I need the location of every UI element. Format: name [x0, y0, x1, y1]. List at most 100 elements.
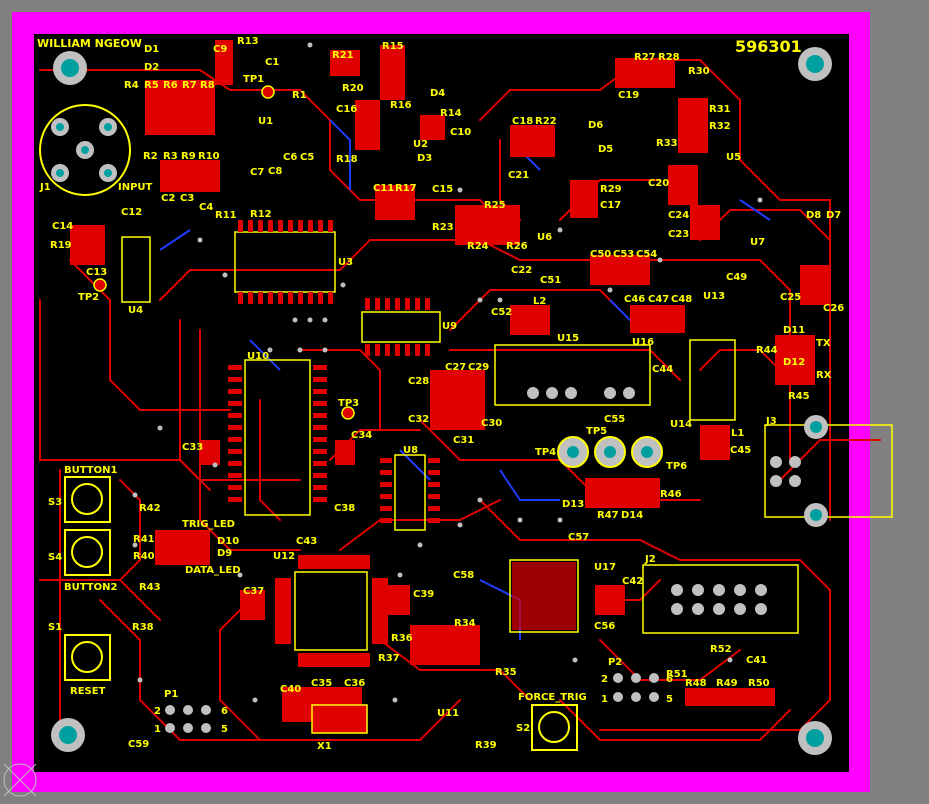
refdes: C57 [568, 532, 589, 543]
refdes: C49 [726, 272, 747, 283]
refdes: U5 [726, 152, 741, 163]
refdes: TP1 [243, 74, 264, 85]
refdes: C30 [481, 418, 502, 429]
refdes: C26 [823, 303, 844, 314]
refdes: U12 [273, 551, 295, 562]
refdes: R38 [132, 622, 154, 633]
refdes: C40 [280, 684, 301, 695]
author-label: WILLIAM NGEOW [37, 37, 142, 50]
refdes: C11 [373, 183, 394, 194]
refdes: R41 [133, 534, 155, 545]
ic-u10 [244, 359, 311, 516]
refdes: D9 [217, 548, 232, 559]
tx-label: TX [816, 338, 831, 349]
refdes: C16 [336, 104, 357, 115]
refdes: U2 [413, 139, 428, 150]
refdes: X1 [317, 741, 332, 752]
refdes: D8 [806, 210, 821, 221]
refdes: C9 [213, 44, 227, 55]
refdes: S3 [48, 497, 62, 508]
refdes: R37 [378, 653, 400, 664]
data-led-label: DATA_LED [185, 565, 241, 576]
refdes: S1 [48, 622, 62, 633]
refdes: P2 [608, 657, 622, 668]
refdes: TP6 [666, 461, 687, 472]
switch-s3 [64, 476, 111, 523]
refdes: R21 [332, 50, 354, 61]
ic-u16 [494, 344, 651, 406]
refdes: C23 [668, 229, 689, 240]
refdes: R33 [656, 138, 678, 149]
refdes: C48 [671, 294, 692, 305]
refdes: R43 [139, 582, 161, 593]
refdes: R2 [143, 151, 158, 162]
refdes: U13 [703, 291, 725, 302]
pin-number: 6 [221, 706, 228, 717]
refdes: U4 [128, 305, 143, 316]
switch-s1 [64, 634, 111, 681]
trig-led-label: TRIG_LED [182, 519, 235, 530]
refdes: D12 [783, 357, 805, 368]
refdes: R44 [756, 345, 778, 356]
refdes: C19 [618, 90, 639, 101]
refdes: C32 [408, 414, 429, 425]
refdes: R35 [495, 667, 517, 678]
refdes: C38 [334, 503, 355, 514]
refdes: R8 [200, 80, 215, 91]
refdes: C13 [86, 267, 107, 278]
refdes: R6 [163, 80, 178, 91]
crystal-x1 [311, 704, 368, 734]
refdes: C27 [445, 362, 466, 373]
refdes: C34 [351, 430, 372, 441]
connector-j1 [39, 104, 131, 196]
refdes: C6 [283, 152, 297, 163]
refdes: C35 [311, 678, 332, 689]
ic-u9 [361, 311, 441, 343]
refdes: TP5 [586, 426, 607, 437]
refdes: C33 [182, 442, 203, 453]
refdes: R17 [395, 183, 417, 194]
refdes: R28 [658, 52, 680, 63]
rx-label: RX [816, 370, 832, 381]
refdes: D3 [417, 153, 432, 164]
refdes: C52 [491, 307, 512, 318]
switch-s4 [64, 529, 111, 576]
refdes: R51 [666, 669, 688, 680]
refdes: C10 [450, 127, 471, 138]
refdes: S2 [516, 723, 530, 734]
refdes: R4 [124, 80, 139, 91]
refdes: C45 [730, 445, 751, 456]
refdes: R20 [342, 83, 364, 94]
refdes: C20 [648, 178, 669, 189]
connector-j3 [764, 424, 893, 518]
refdes: C42 [622, 576, 643, 587]
refdes: R31 [709, 104, 731, 115]
refdes: C37 [243, 586, 264, 597]
refdes: R52 [710, 644, 732, 655]
refdes: R3 [163, 151, 178, 162]
refdes: C24 [668, 210, 689, 221]
refdes: J1 [39, 182, 51, 193]
refdes: U8 [403, 445, 418, 456]
refdes: R42 [139, 503, 161, 514]
refdes: R16 [390, 100, 412, 111]
refdes: U16 [632, 337, 654, 348]
refdes: C47 [648, 294, 669, 305]
refdes: C36 [344, 678, 365, 689]
refdes: D2 [144, 62, 159, 73]
ic-u4 [121, 236, 151, 303]
refdes: TP4 [535, 447, 556, 458]
refdes: R32 [709, 121, 731, 132]
button2-label: BUTTON2 [64, 582, 117, 593]
refdes: C43 [296, 536, 317, 547]
refdes: U3 [338, 257, 353, 268]
refdes: D6 [588, 120, 603, 131]
pin-number: 1 [601, 694, 608, 705]
refdes: C1 [265, 57, 279, 68]
refdes: R10 [198, 151, 220, 162]
refdes: R22 [535, 116, 557, 127]
refdes: U14 [670, 419, 692, 430]
refdes: D4 [430, 88, 445, 99]
ic-u8 [394, 454, 426, 531]
refdes: C29 [468, 362, 489, 373]
